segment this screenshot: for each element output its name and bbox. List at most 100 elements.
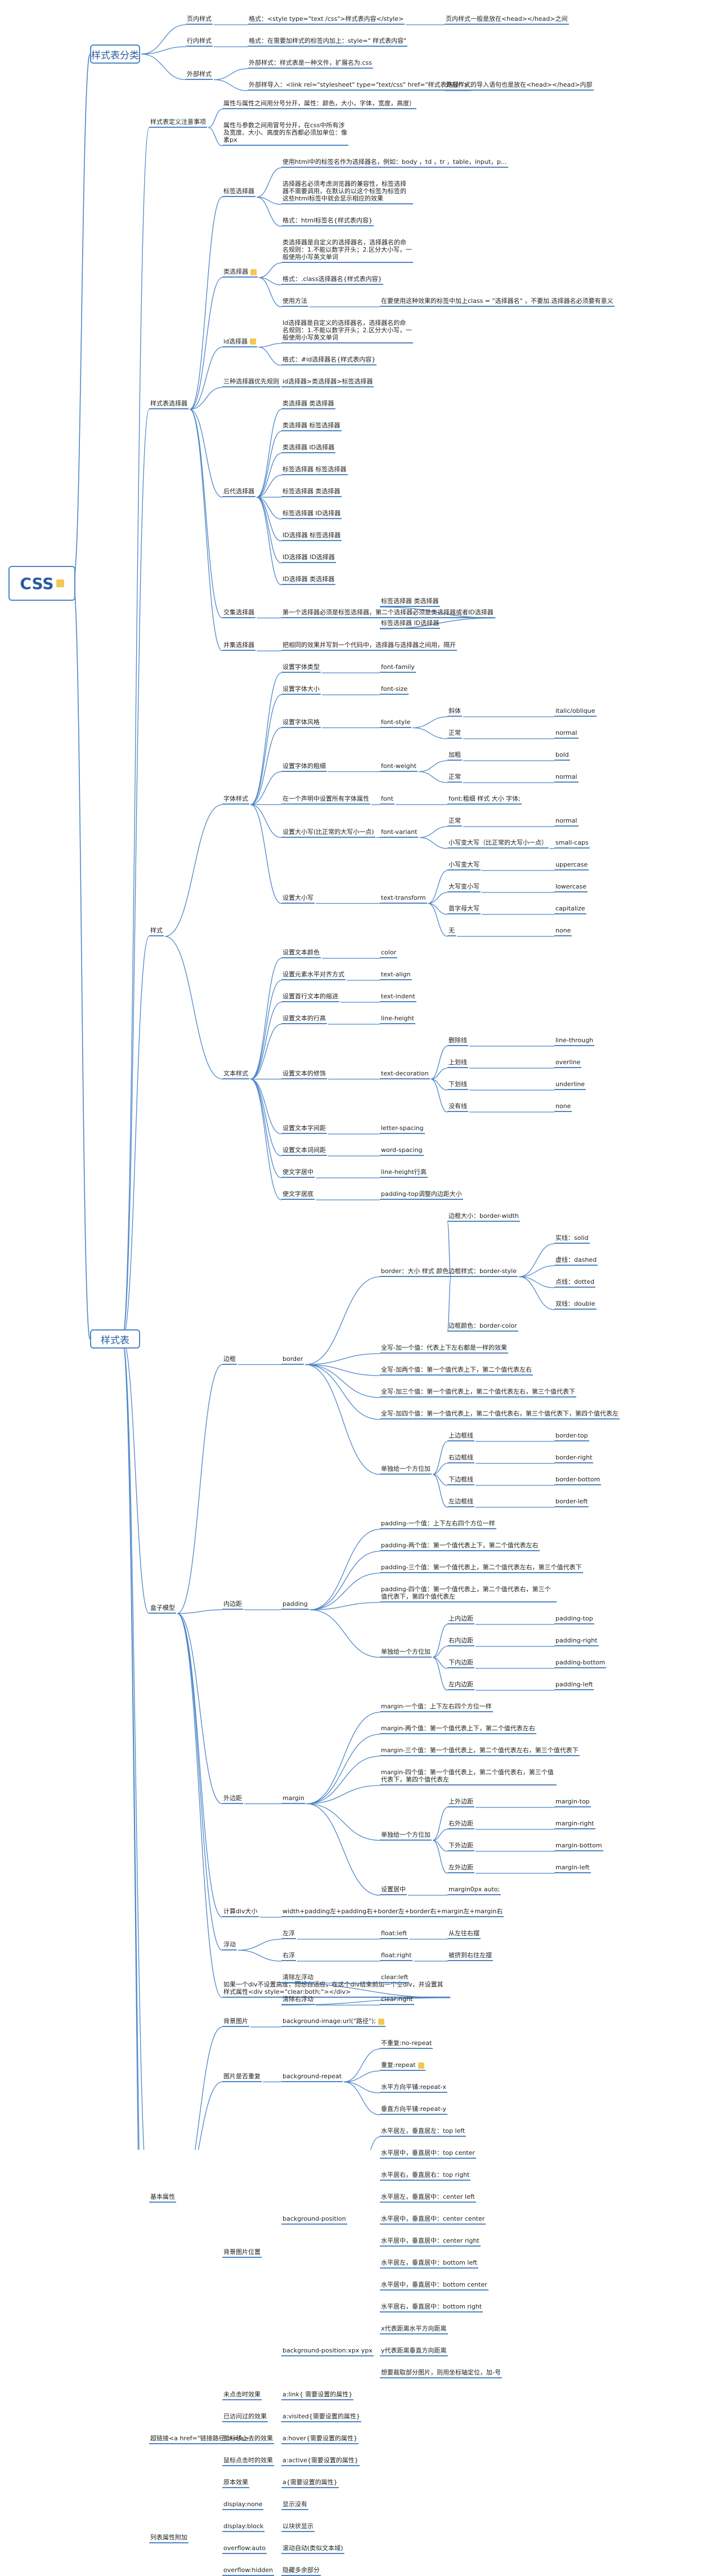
node-label: 正常 — [449, 773, 461, 780]
node-cn: 设置居中 — [380, 1886, 407, 1895]
connector-line — [250, 1078, 282, 1135]
node-label: a:active{需要设置的属性} — [283, 2457, 358, 2464]
connector-line — [432, 1646, 448, 1658]
node-label: 基本属性 — [150, 2193, 175, 2200]
node-label: ID选择器 类选择器 — [283, 575, 335, 583]
node-word-spacing: word-spacing — [380, 1146, 424, 1156]
node-label: 文本样式 — [223, 1069, 248, 1077]
connector-line — [258, 277, 282, 307]
node-label: id选择器 — [223, 337, 248, 345]
connector-line — [256, 409, 282, 498]
node-label: 页内样式一般是放在<head></head>之间 — [446, 15, 568, 23]
connector-line — [258, 262, 282, 278]
node-label: 类选择器 类选择器 — [283, 400, 334, 407]
node-label: background-image:url("路径"); — [283, 2017, 376, 2025]
node-cn: 大写变小写 — [447, 883, 481, 892]
node-label: 图片是否重复 — [223, 2072, 261, 2080]
node-label: float:right — [381, 1952, 412, 1959]
connector-line — [256, 453, 282, 498]
node-label: 第一个选择器必须是标签选择器，第二个选择器必须是类选择器或者ID选择器 — [283, 608, 494, 616]
node-cn: 使用方法 — [281, 297, 308, 307]
connector-line — [250, 1024, 282, 1080]
node-label: 水平居左，垂直居中：center left — [381, 2193, 475, 2200]
connector-line — [250, 771, 282, 805]
node-label: 标签选择器 类选择器 — [381, 597, 439, 605]
connector-line — [141, 53, 186, 81]
connector-line — [428, 892, 448, 904]
node-label: 不重复:no-repeat — [381, 2039, 432, 2047]
connector-line — [256, 431, 282, 498]
node-cn: 交集选择器 — [222, 609, 255, 618]
connector-line — [518, 1243, 555, 1278]
node-label: border-bottom — [555, 1476, 600, 1483]
node-label: 属性与参数之间用冒号分开，在css中所有涉及宽度、大小、高度的东西都必须加单位：… — [223, 122, 347, 144]
node-font-weight: font-weight — [380, 762, 418, 772]
connector-line — [418, 760, 448, 773]
connector-line — [189, 409, 223, 498]
node-repeat: 重复:repeat — [380, 2061, 425, 2071]
node-label: text-transform — [381, 894, 426, 901]
node-label: 格式：html标签名{样式表内容} — [283, 217, 373, 224]
node-id: 格式：#id选择器名{样式表内容} — [281, 356, 377, 365]
node-label: ID选择器 标签选择器 — [283, 532, 341, 539]
node-label: 字体样式 — [223, 795, 248, 802]
node-label: text-align — [381, 971, 411, 978]
node-label: 在一个声明中设置所有字体属性 — [283, 795, 369, 802]
node-label: clear:left — [381, 1974, 409, 1981]
connector-line — [447, 1276, 451, 1332]
node-top-center: 水平居中，垂直居中：top center — [380, 2149, 476, 2159]
node-label: 垂直方向平铺:repeat-y — [381, 2105, 446, 2113]
node-margin-left: margin-left — [554, 1864, 591, 1873]
node-label: 上内边距 — [449, 1615, 473, 1622]
connector-line — [432, 1807, 448, 1841]
node-bottom-right: 水平居右，垂直居中：bottom right — [380, 2303, 483, 2312]
node-cn: 清除左浮动 — [281, 1974, 315, 1983]
node-label: padding-right — [555, 1637, 598, 1644]
connector-line — [256, 197, 282, 227]
node-label: 三种选择器优先规则 — [223, 378, 279, 385]
node-cn: 设置文本字间距 — [281, 1124, 327, 1134]
node-margin-bottom: margin-bottom — [554, 1842, 603, 1851]
node-label: 设置字体风格 — [283, 718, 320, 726]
node-label: 已访问过的效果 — [223, 2413, 267, 2420]
node-label: padding-三个值：第一个值代表上，第二个值代表左右，第三个值代表下 — [381, 1564, 582, 1571]
connector-line — [122, 936, 150, 1340]
node-label: clear:right — [381, 1995, 413, 2003]
connector-line — [250, 1078, 282, 1157]
node-label: overflow:hidden — [223, 2566, 273, 2574]
node-label: 左边框线 — [449, 1498, 473, 1505]
node-head-head: 外部样式的导入语句也是放在<head></head>内部 — [445, 81, 594, 91]
node-cn: 边框 — [222, 1355, 237, 1365]
node-label: 全写-加四个值：第一个值代表上，第二个值代表右，第三个值代表下，第四个值代表左 — [381, 1410, 618, 1417]
node-cn: 全写-加一个值：代表上下左右都是一样的效果 — [380, 1344, 508, 1354]
node-cn: 下划线 — [447, 1081, 468, 1090]
node-normal: normal — [554, 817, 579, 827]
node-cn: 下外边距 — [447, 1842, 474, 1851]
node-italic-oblique: italic/oblique — [554, 707, 597, 717]
connector-line — [250, 1078, 282, 1200]
connector-line — [305, 1353, 380, 1365]
node-label: 样式表 — [101, 1334, 129, 1346]
node-label: 交集选择器 — [223, 608, 254, 616]
connector-line — [428, 903, 448, 937]
node-color: color — [380, 949, 398, 958]
node-padding: padding — [281, 1600, 309, 1610]
node-label: 鼠标移上去的效果 — [223, 2435, 273, 2442]
node-label: 设置字体的粗细 — [283, 762, 326, 770]
node-label: margin-bottom — [555, 1842, 602, 1849]
connector-line — [208, 127, 223, 146]
node-label: margin-一个值：上下左右四个方位一样 — [381, 1703, 492, 1710]
connector-line — [432, 1657, 448, 1691]
node-no-repeat: 不重复:no-repeat — [380, 2039, 433, 2049]
connector-line — [256, 497, 282, 520]
node-cn: 被挤到右往左摆 — [447, 1952, 493, 1961]
node-text-indent: text-indent — [380, 993, 416, 1002]
node-none: none — [554, 1102, 572, 1112]
node-label: x代表距离水平方向距离 — [381, 2325, 447, 2332]
node-padding: padding-四个值：第一个值代表上，第二个值代表右，第三个值代表下，第四个值… — [380, 1586, 557, 1602]
node-id-1-2: Id选择器是自定义的选择器名，选择器名的命名规则：1.不能以数字开头；2.区分大… — [281, 319, 413, 343]
node-margin: margin-四个值：第一个值代表上，第二个值代表右，第三个值代表下，第四个值代… — [380, 1769, 557, 1785]
node-label: Id选择器是自定义的选择器名，选择器名的命名规则：1.不能以数字开头；2.区分大… — [283, 319, 412, 341]
node-label: 边框 — [223, 1355, 236, 1363]
